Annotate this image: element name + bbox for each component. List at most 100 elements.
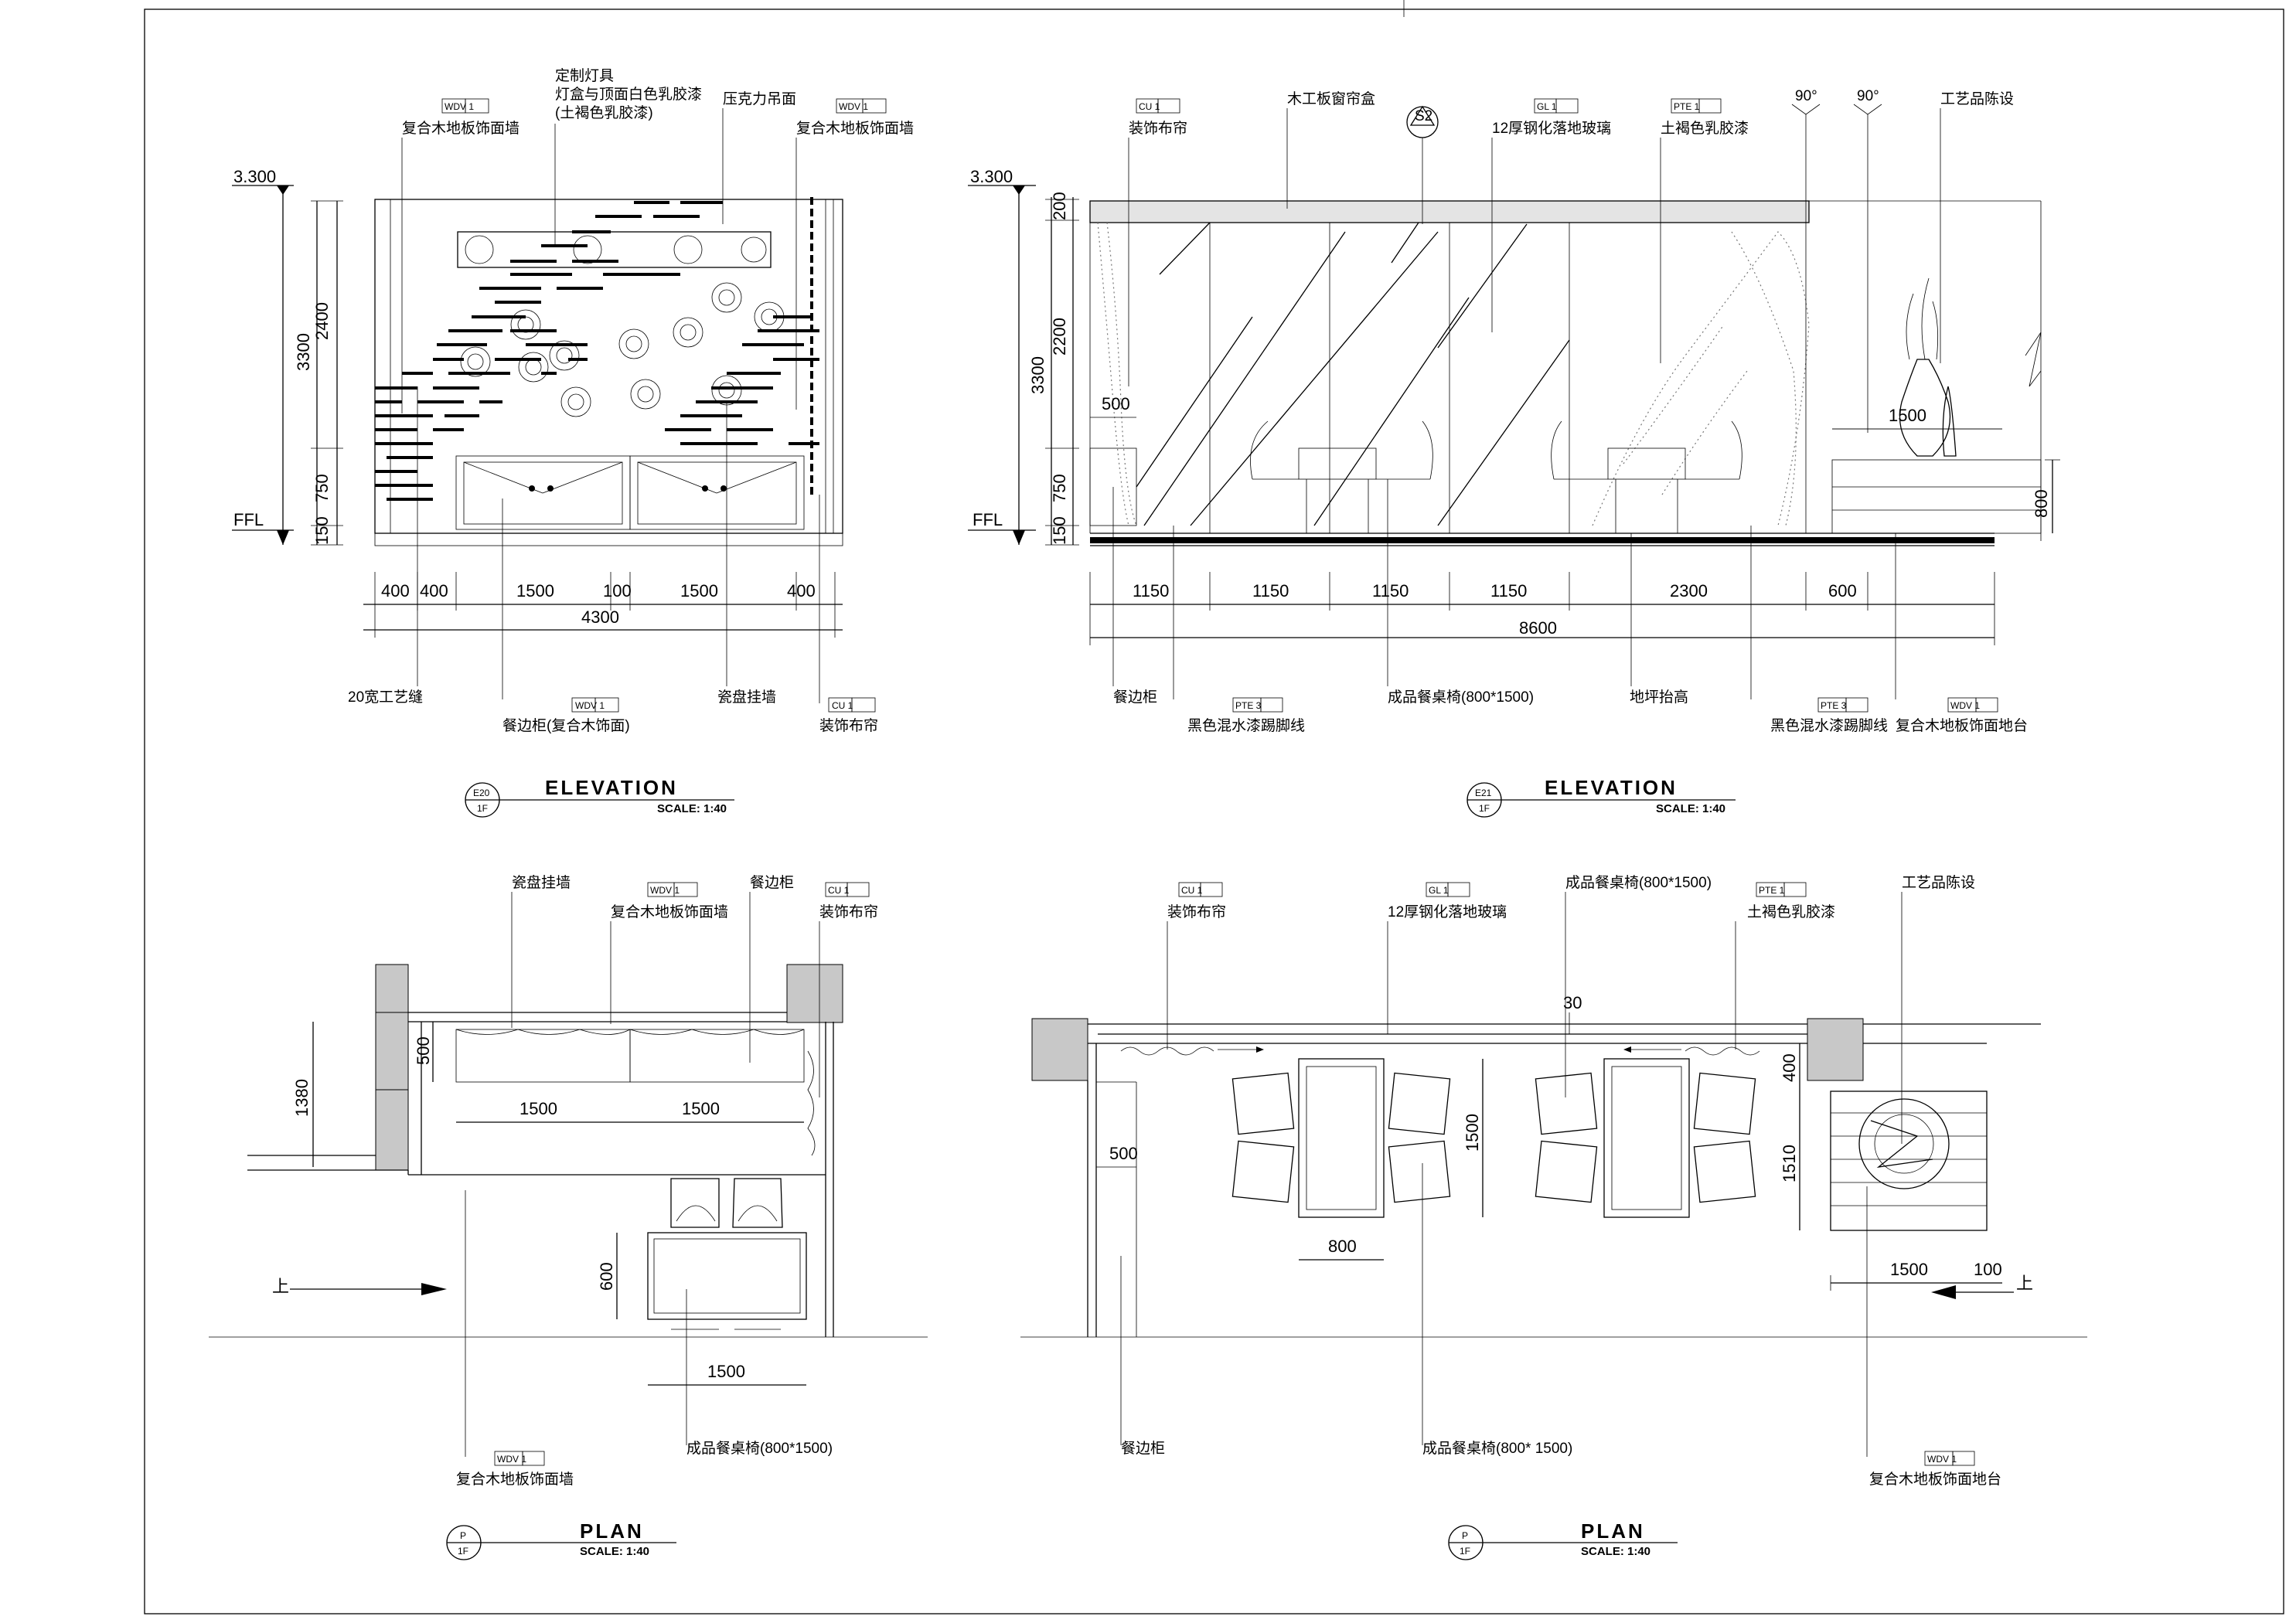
svg-text:1150: 1150 [1372, 581, 1409, 601]
svg-text:1500: 1500 [707, 1362, 745, 1381]
svg-text:400: 400 [1780, 1053, 1799, 1082]
plan-left-dimensions: 500 1380 1500 1500 600 1500 [292, 1022, 806, 1386]
svg-text:SCALE: 1:40: SCALE: 1:40 [580, 1545, 649, 1558]
svg-text:复合木地板饰面地台: 复合木地板饰面地台 [1869, 1471, 2001, 1488]
e21-dining-sets [1089, 420, 1742, 533]
svg-text:装饰布帘: 装饰布帘 [819, 903, 878, 920]
svg-text:P: P [1462, 1530, 1468, 1541]
svg-text:500: 500 [1109, 1144, 1138, 1163]
e20-callout-left-wall: WDV 1 复合木地板饰面墙 [401, 98, 519, 413]
svg-text:1500: 1500 [1889, 406, 1926, 425]
svg-text:成品餐桌椅(800*1500): 成品餐桌椅(800*1500) [1388, 689, 1534, 706]
svg-text:1150: 1150 [1133, 581, 1169, 601]
svg-text:800: 800 [2032, 489, 2051, 518]
e21-callout-skirting-left: PTE 3 黑色混水漆踢脚线 [1173, 526, 1305, 734]
svg-text:复合木地板饰面地台: 复合木地板饰面地台 [1896, 717, 2028, 734]
svg-text:土褐色乳胶漆: 土褐色乳胶漆 [1747, 903, 1835, 920]
e21-platform-vase [1831, 277, 2042, 534]
svg-text:WDV 1: WDV 1 [839, 101, 868, 112]
svg-text:600: 600 [597, 1262, 616, 1291]
svg-text:12厚钢化落地玻璃: 12厚钢化落地玻璃 [1388, 903, 1507, 920]
plan-right-up-arrow: 上 [1931, 1274, 2033, 1299]
svg-text:12厚钢化落地玻璃: 12厚钢化落地玻璃 [1492, 120, 1611, 137]
svg-text:1F: 1F [1479, 803, 1490, 814]
svg-text:成品餐桌椅(800*1500): 成品餐桌椅(800*1500) [686, 1440, 833, 1457]
svg-text:WDV 1: WDV 1 [1927, 1454, 1957, 1465]
e21-floor-band [1090, 532, 1995, 546]
level-mark-top: 3.300 [232, 167, 294, 545]
e21-callout-paint: PTE 1 土褐色乳胶漆 [1660, 98, 1749, 363]
svg-text:土褐色乳胶漆: 土褐色乳胶漆 [1661, 120, 1749, 137]
plan-right-platform [1830, 1091, 1988, 1231]
e20-wall-outline [374, 199, 843, 534]
svg-text:ELEVATION: ELEVATION [545, 776, 678, 799]
e21-inner-dimensions: 500 1500 800 [1090, 394, 2060, 533]
svg-text:750: 750 [1050, 474, 1069, 502]
e21-callout-glass: GL 1 12厚钢化落地玻璃 [1491, 98, 1611, 332]
e21-title-block: E21 1F ELEVATION SCALE: 1:40 [1467, 776, 1736, 818]
plan-right-callout-table-bottom: 成品餐桌椅(800* 1500) [1422, 1163, 1572, 1457]
ceiling-light-box [457, 231, 772, 268]
svg-text:瓷盘挂墙: 瓷盘挂墙 [512, 874, 571, 891]
e20-callout-lattice: 瓷盘挂墙 [717, 402, 776, 706]
svg-text:CU 1: CU 1 [832, 700, 853, 711]
svg-text:2300: 2300 [1670, 581, 1708, 601]
svg-text:复合木地板饰面墙: 复合木地板饰面墙 [611, 903, 728, 920]
svg-text:1150: 1150 [1490, 581, 1527, 601]
plan-right-dimensions: 30 500 1500 800 400 1510 1500 100 [1096, 993, 2002, 1291]
elevation-e21: 3.300 FFL 3300 200 2200 750 150 [968, 88, 2060, 818]
plan-right-callout-paint: PTE 1 土褐色乳胶漆 [1735, 882, 1835, 1050]
svg-text:瓷盘挂墙: 瓷盘挂墙 [717, 689, 776, 706]
glass-panels [1136, 222, 1570, 533]
e21-vertical-dimensions: 3300 200 2200 750 150 [1028, 192, 1079, 546]
e21-callout-pelmet: 木工板窗帘盒 [1286, 90, 1375, 209]
column-right [1807, 1018, 1864, 1081]
plan-left-callout-wall: WDV 1 复合木地板饰面墙 [610, 882, 728, 1024]
plan-right-curtain-right [1685, 1046, 1760, 1056]
svg-text:黑色混水漆踢脚线: 黑色混水漆踢脚线 [1187, 717, 1305, 734]
svg-text:1500: 1500 [682, 1099, 720, 1118]
black-wood-strips [375, 201, 819, 501]
plan-left-up-arrow: 上 [272, 1277, 447, 1296]
svg-text:1500: 1500 [1890, 1260, 1928, 1279]
plan-left-callout-curtain: CU 1 装饰布帘 [819, 882, 878, 1097]
svg-text:装饰布帘: 装饰布帘 [1167, 903, 1226, 920]
svg-text:500: 500 [1102, 394, 1130, 413]
svg-text:GL 1: GL 1 [1537, 101, 1557, 112]
plan-left-callout-table: 成品餐桌椅(800*1500) [686, 1289, 833, 1457]
svg-text:PTE 1: PTE 1 [1759, 885, 1785, 896]
svg-text:定制灯具: 定制灯具 [555, 67, 614, 84]
level-mark-top-e21: 3.300 [968, 167, 1036, 545]
e21-callout-decor: 工艺品陈设 [1940, 90, 2014, 363]
e21-horizontal-dimensions: 1150 1150 1150 1150 2300 600 8600 [1089, 572, 1995, 645]
svg-text:(土褐色乳胶漆): (土褐色乳胶漆) [555, 104, 653, 121]
svg-text:餐边柜: 餐边柜 [750, 874, 794, 891]
e21-callout-curtain: CU 1 装饰布帘 [1128, 98, 1187, 386]
svg-text:150: 150 [312, 516, 332, 545]
svg-text:地坪抬高: 地坪抬高 [1630, 689, 1688, 706]
svg-text:P: P [460, 1530, 466, 1541]
e20-callout-right-wall: WDV 1 复合木地板饰面墙 [795, 98, 914, 410]
column-left [1031, 1018, 1088, 1081]
svg-text:500: 500 [414, 1036, 433, 1065]
plan-left-callout-bottom-wall: WDV 1 复合木地板饰面墙 [456, 1190, 574, 1488]
svg-text:SCALE: 1:40: SCALE: 1:40 [1581, 1545, 1650, 1558]
svg-text:PTE 1: PTE 1 [1674, 101, 1700, 112]
svg-text:上: 上 [272, 1277, 289, 1296]
svg-text:SCALE: 1:40: SCALE: 1:40 [657, 802, 727, 815]
svg-text:CU 1: CU 1 [1181, 885, 1203, 896]
e21-curtain-left [1097, 222, 1129, 526]
svg-text:2200: 2200 [1050, 318, 1069, 356]
e20-sideboard [455, 455, 805, 530]
e20-vertical-dimensions: 3300 2400 750 150 [294, 200, 343, 546]
svg-text:复合木地板饰面墙: 复合木地板饰面墙 [456, 1471, 574, 1488]
svg-text:WDV 1: WDV 1 [445, 101, 474, 112]
e20-callout-sideboard: WDV 1 餐边柜(复合木饰面) [502, 498, 630, 734]
column-left [375, 964, 409, 1013]
plan-left-curtain-fold [807, 1050, 816, 1156]
svg-text:复合木地板饰面墙: 复合木地板饰面墙 [796, 120, 914, 137]
e21-callout-angles: 90° 90° [1791, 88, 1882, 533]
svg-text:成品餐桌椅(800*1500): 成品餐桌椅(800*1500) [1565, 874, 1712, 891]
svg-text:400: 400 [420, 581, 448, 601]
svg-text:WDV 1: WDV 1 [575, 700, 605, 711]
